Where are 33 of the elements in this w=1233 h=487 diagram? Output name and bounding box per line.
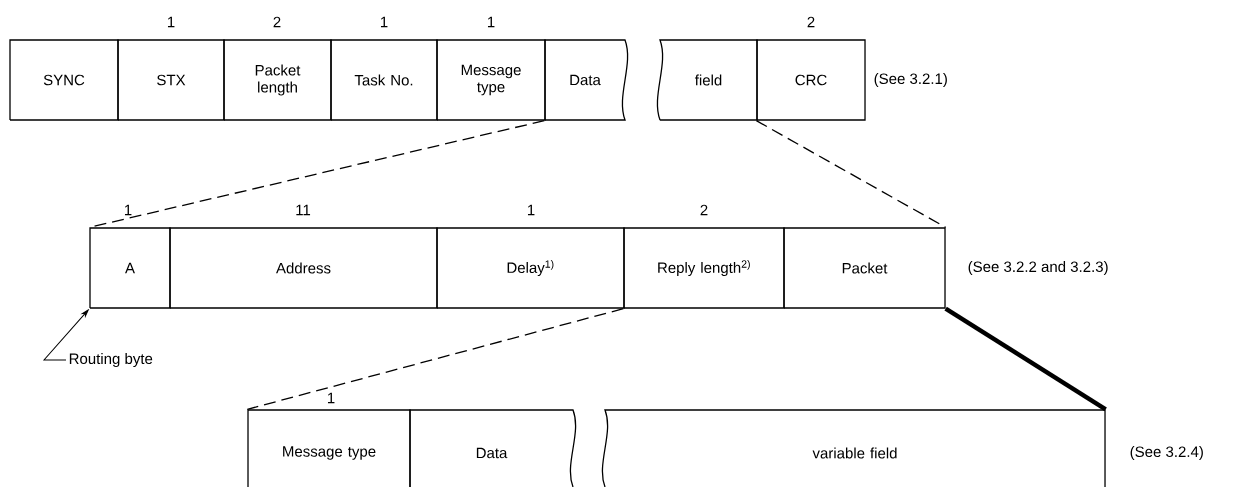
byte-count: 11	[293, 202, 313, 218]
field-cell: variable field	[601, 409, 1106, 487]
byte-count: 1	[164, 14, 178, 30]
field-cell: STX	[117, 39, 225, 121]
expansion-line	[944, 306, 1107, 412]
field-cell: Message type	[436, 39, 546, 121]
field-cell: CRC	[756, 39, 866, 121]
byte-count: 2	[697, 202, 711, 218]
field-cell: Task No.	[330, 39, 438, 121]
byte-count: 1	[324, 390, 338, 406]
byte-count: 1	[484, 14, 498, 30]
byte-count: 1	[121, 202, 135, 218]
section-reference: (See 3.2.2 and 3.2.3)	[968, 261, 1108, 275]
field-cell: Packet	[783, 227, 946, 309]
field-cell: SYNC	[9, 39, 119, 121]
byte-count: 2	[270, 14, 284, 30]
byte-count: 2	[804, 14, 818, 30]
field-cell: Message type	[247, 409, 411, 487]
expansion-line	[246, 308, 624, 410]
field-cell: Reply length$^{2)}$	[623, 227, 785, 309]
section-reference: (See 3.2.4)	[1130, 446, 1203, 460]
expansion-line	[755, 120, 947, 228]
field-cell: A	[89, 227, 171, 309]
field-cell: Data	[409, 409, 577, 487]
field-cell: field	[656, 39, 758, 121]
field-cell: Data	[544, 39, 629, 121]
byte-count: 1	[524, 202, 538, 218]
field-cell: Packet length	[223, 39, 332, 121]
field-cell: Address	[169, 227, 438, 309]
field-cell: Delay$^{1)}$	[436, 227, 625, 309]
leader-line	[43, 309, 89, 361]
routing-label: Routing byte	[69, 353, 153, 367]
byte-count: 1	[377, 14, 391, 30]
